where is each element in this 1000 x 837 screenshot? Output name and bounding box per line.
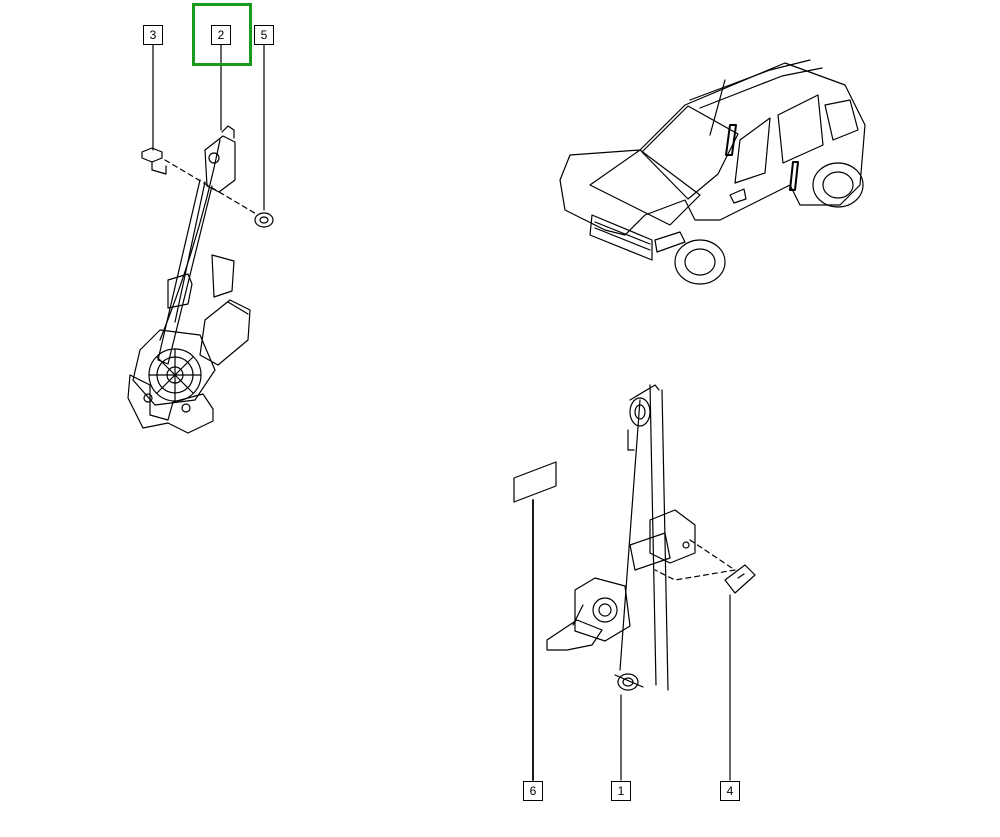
- callout-2[interactable]: 2: [211, 25, 231, 45]
- callout-6[interactable]: 6: [523, 781, 543, 801]
- vehicle-drawing: [559, 59, 866, 285]
- callout-5[interactable]: 5: [254, 25, 274, 45]
- callout-3[interactable]: 3: [143, 25, 163, 45]
- electric-window-regulator-drawing: [127, 43, 274, 434]
- manual-window-regulator-drawing: [513, 384, 756, 781]
- callout-1[interactable]: 1: [611, 781, 631, 801]
- callout-4[interactable]: 4: [720, 781, 740, 801]
